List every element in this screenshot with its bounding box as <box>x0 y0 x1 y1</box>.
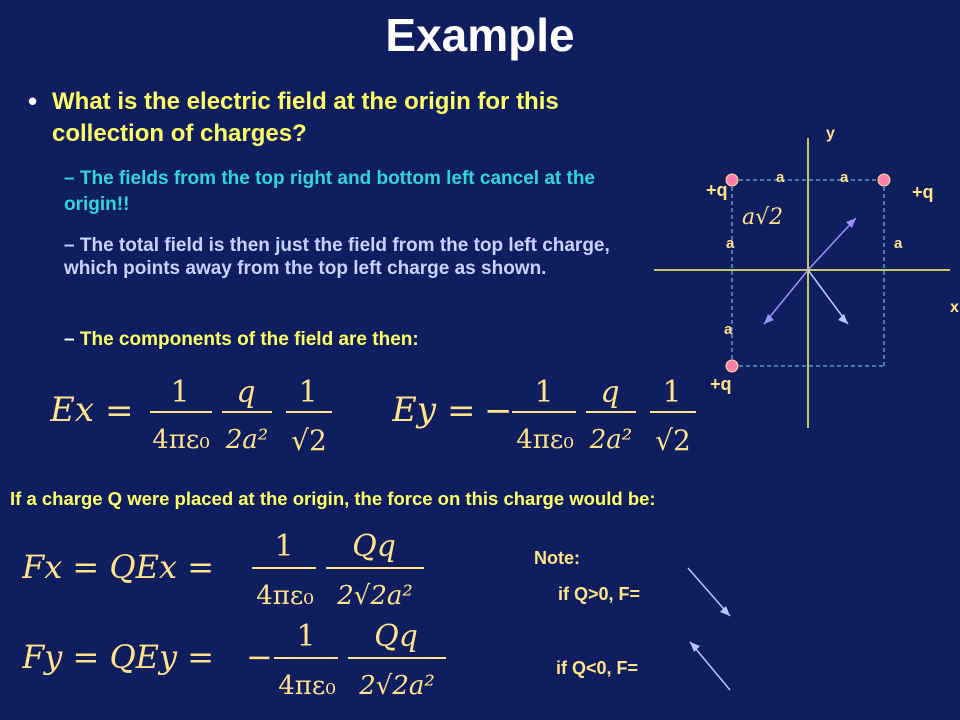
charge-bottom-left <box>725 359 739 373</box>
fy-f2-den: 2√2a² <box>358 671 435 701</box>
ex-eq: = <box>105 391 134 431</box>
y-axis-label: y <box>826 125 835 142</box>
ey-f2-den: 2a² <box>589 425 632 455</box>
subpoint-2-dash: – <box>64 235 75 256</box>
ey-f3-den: √2 <box>655 424 691 457</box>
equation-ey: Ey = − 1 4πε₀ q 2a² 1 √2 <box>392 375 696 457</box>
distance-left-lower: a <box>724 321 733 338</box>
diagonal-arrow-ne <box>807 217 857 271</box>
fy-f1-num: 1 <box>296 619 315 654</box>
charge-label-top-left: +q <box>706 180 728 200</box>
charge-diagram: y x +q +q +q a a a a a a√2 <box>654 125 959 428</box>
fx-f1-num: 1 <box>274 529 293 564</box>
subpoint-1-text: The fields from the top right and bottom… <box>64 168 595 215</box>
distance-left-upper: a <box>726 235 735 252</box>
field-arrow-head <box>838 314 848 324</box>
ex-f2-num: q <box>236 375 255 410</box>
ex-f3-den: √2 <box>291 424 327 457</box>
ey-f1-num: 1 <box>534 375 553 410</box>
note-arrows <box>687 567 731 691</box>
distance-top-right: a <box>840 169 849 186</box>
note-negative: if Q<0, F= <box>556 658 639 678</box>
equation-fy: Fy = QEy = − 1 4πε₀ Qq 2√2a² <box>22 619 446 701</box>
force-sentence: If a charge Q were placed at the origin,… <box>10 488 656 509</box>
diagonal-distance-label: a√2 <box>742 205 783 230</box>
subpoint-2: – The total field is then just the field… <box>64 234 654 280</box>
subpoint-1: – The fields from the top right and bott… <box>64 166 664 218</box>
bullet-marker: • <box>28 86 38 116</box>
fy-f2-num: Qq <box>374 619 418 654</box>
ey-f2-num: q <box>600 375 619 410</box>
note-arrow-negative <box>689 641 731 691</box>
ex-lhs: Ex <box>50 390 94 430</box>
x-axis-label: x <box>950 299 959 316</box>
ex-f1-den: 4πε₀ <box>152 425 210 455</box>
fx-f2-den: 2√2a² <box>336 581 413 611</box>
fy-lhs: Fy = QEy = <box>22 638 214 676</box>
diagonal-arrow-ne-head <box>846 218 856 228</box>
fx-f2-num: Qq <box>352 529 396 564</box>
subpoint-3-dash: – <box>64 329 75 350</box>
equation-fx: Fx = QEx = 1 4πε₀ Qq 2√2a² <box>22 529 424 611</box>
ex-f2-den: 2a² <box>225 425 268 455</box>
note-arrow-positive-head <box>720 606 730 616</box>
ey-f3-num: 1 <box>662 375 681 410</box>
equation-ex: Ex = 1 4πε₀ q 2a² 1 √2 <box>50 375 332 457</box>
note-label: Note: <box>534 548 580 568</box>
ey-lhs: Ey <box>392 390 437 430</box>
charge-label-bottom-left: +q <box>710 374 732 394</box>
fx-f1-den: 4πε₀ <box>256 581 314 611</box>
diagonal-arrow-sw-head <box>764 314 774 324</box>
subpoint-1-dash: – <box>64 168 75 189</box>
note-arrow-positive <box>687 567 731 617</box>
charge-top-right <box>877 173 891 187</box>
note-arrow-negative-head <box>690 642 700 652</box>
distance-right: a <box>894 235 903 252</box>
charge-label-top-right: +q <box>912 182 934 202</box>
note-positive: if Q>0, F= <box>558 584 641 604</box>
slide-title: Example <box>385 9 575 61</box>
diagonal-arrow-sw <box>763 269 809 325</box>
ey-eq: = <box>447 391 476 431</box>
charge-top-left <box>725 173 739 187</box>
subpoint-3: – The components of the field are then: <box>64 327 664 353</box>
ey-f1-den: 4πε₀ <box>516 425 574 455</box>
subpoint-3-text: The components of the field are then: <box>79 329 419 350</box>
fy-f1-den: 4πε₀ <box>278 671 336 701</box>
fx-lhs: Fx = QEx = <box>22 548 214 586</box>
field-arrow <box>807 269 849 325</box>
question-text: What is the electric field at the origin… <box>52 88 559 147</box>
subpoint-2-text: The total field is then just the field f… <box>64 235 610 279</box>
ey-sign: − <box>484 391 513 431</box>
distance-top-left: a <box>776 169 785 186</box>
ex-f1-num: 1 <box>170 375 189 410</box>
ex-f3-num: 1 <box>298 375 317 410</box>
fy-sign: − <box>246 638 273 676</box>
